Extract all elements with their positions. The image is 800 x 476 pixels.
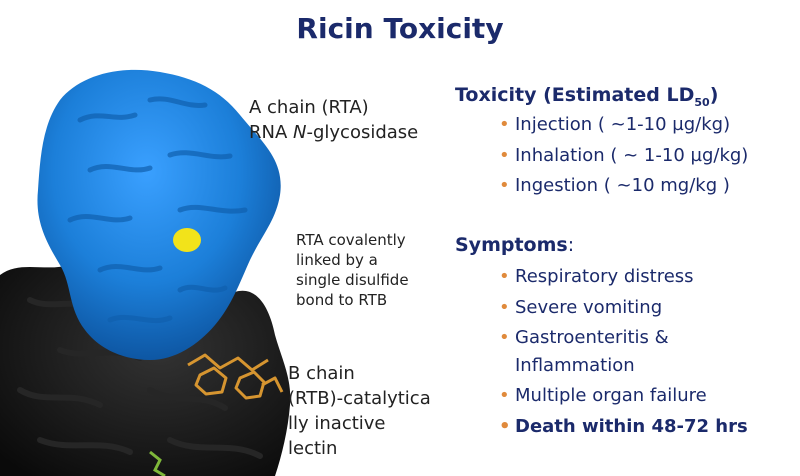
list-item: Ingestion ( ~10 mg/kg )	[499, 171, 748, 202]
list-item: Respiratory distress	[499, 262, 748, 293]
a-chain-label-line2: RNA N-glycosidase	[249, 122, 419, 143]
a-chain-label: A chain (RTA) RNA N-glycosidase	[249, 95, 418, 145]
list-item: Severe vomiting	[499, 293, 748, 324]
list-item: Multiple organ failure	[499, 381, 748, 412]
toxicity-heading: Toxicity (Estimated LD50)	[455, 84, 719, 109]
list-item: Inhalation ( ~ 1-10 µg/kg)	[499, 141, 748, 172]
ricin-protein-structure-image	[0, 69, 291, 476]
list-item: Death within 48-72 hrs	[499, 412, 748, 443]
a-chain-label-line1: A chain (RTA)	[249, 97, 369, 118]
list-item: Injection ( ~1-10 µg/kg)	[499, 110, 748, 141]
b-chain-label: B chain (RTB)-catalytica lly inactive le…	[288, 363, 431, 459]
green-ligand	[149, 450, 166, 476]
slide-title: Ricin Toxicity	[296, 12, 504, 45]
symptoms-list: Respiratory distress Severe vomiting Gas…	[499, 262, 748, 442]
toxicity-list: Injection ( ~1-10 µg/kg) Inhalation ( ~ …	[499, 110, 748, 202]
disulfide-link-label: RTA covalently linked by a single disulf…	[296, 231, 409, 309]
glycan-ligand	[187, 353, 284, 400]
list-item: Gastroenteritis &Inflammation	[499, 323, 748, 381]
disulfide-bond-marker	[173, 228, 201, 252]
symptoms-heading: Symptoms:	[455, 234, 575, 256]
